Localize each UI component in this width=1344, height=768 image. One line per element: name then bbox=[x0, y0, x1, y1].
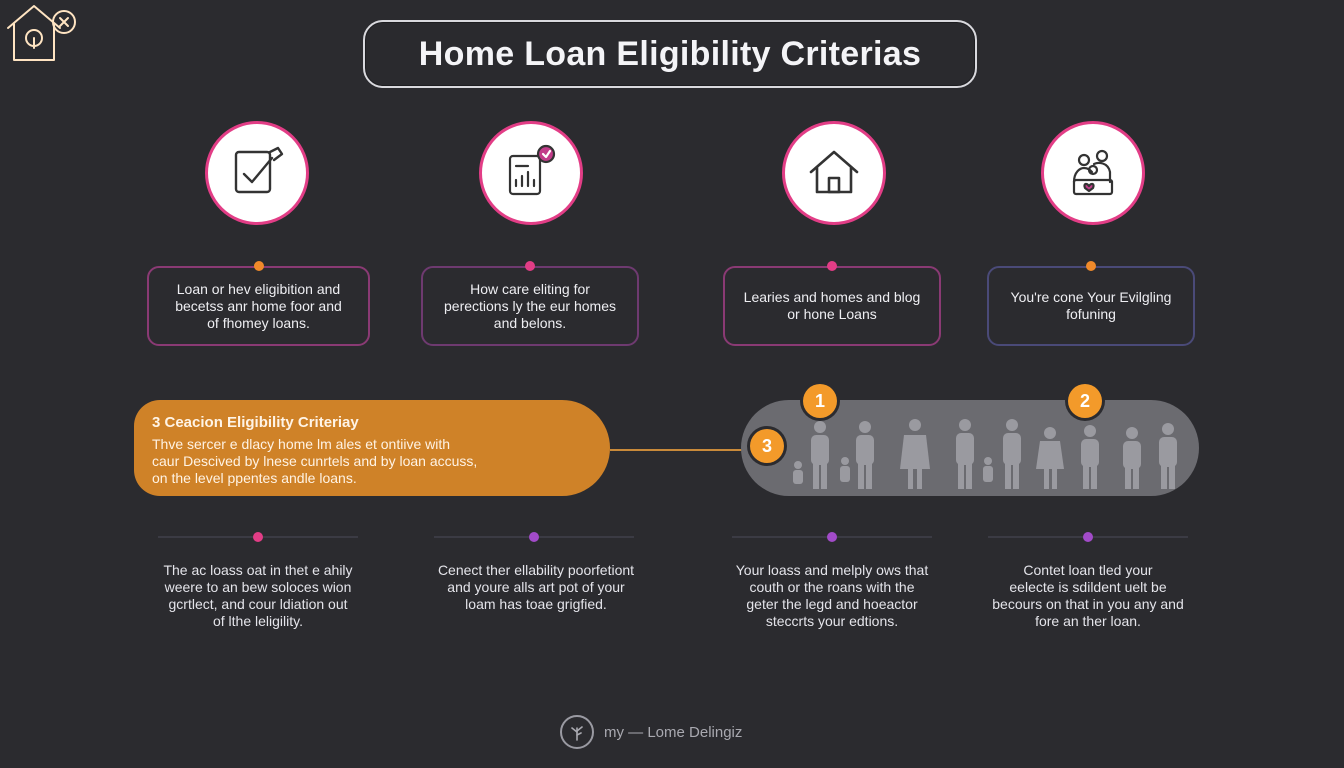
people-group-icon bbox=[793, 419, 1177, 489]
bottom-divider-2 bbox=[434, 532, 634, 542]
top-card-1: Loan or hev eligibition and becetss anr … bbox=[147, 261, 370, 346]
house-icon bbox=[782, 121, 886, 225]
footer: my — Lome Delingiz bbox=[560, 714, 742, 750]
divider-dot bbox=[529, 532, 539, 542]
top-card-2: How care eliting for perections ly the e… bbox=[421, 261, 639, 346]
checklist-icon bbox=[205, 121, 309, 225]
card-dot bbox=[253, 261, 264, 271]
bottom-divider-1 bbox=[158, 532, 358, 542]
house-sketch-icon bbox=[7, 5, 76, 61]
bottom-text-2: Cenect ther ellability poorfetiont and y… bbox=[437, 562, 635, 612]
card-dot bbox=[827, 261, 837, 271]
step-badge-2: 2 bbox=[1068, 384, 1102, 418]
step-badge-1: 1 bbox=[803, 384, 837, 418]
top-card-3: Learies and homes and blog or hone Loans bbox=[723, 261, 941, 346]
bottom-divider-3 bbox=[732, 532, 932, 542]
step-badge-3: 3 bbox=[750, 429, 784, 463]
page-title: Home Loan Eligibility Criterias bbox=[418, 34, 922, 73]
bottom-text-3: Your loass and melply ows that couth or … bbox=[735, 562, 929, 629]
divider-dot bbox=[1083, 532, 1093, 542]
tree-logo-icon bbox=[560, 715, 594, 749]
family-icon bbox=[1041, 121, 1145, 225]
bottom-divider-4 bbox=[988, 532, 1188, 542]
card-dot bbox=[525, 261, 535, 271]
divider-dot bbox=[827, 532, 837, 542]
card-text: You're cone Your Evilgling fofuning bbox=[1010, 289, 1172, 322]
footer-text: my — Lome Delingiz bbox=[604, 723, 743, 741]
card-dot bbox=[1086, 261, 1096, 271]
bottom-text-4: Contet loan tled your eelecte is sdilden… bbox=[992, 562, 1184, 629]
connector-line bbox=[610, 449, 748, 451]
card-text: Learies and homes and blog or hone Loans bbox=[743, 289, 921, 322]
card-text: How care eliting for perections ly the e… bbox=[444, 280, 616, 331]
bottom-text-1: The ac loass oat in thet e ahily weere t… bbox=[163, 562, 353, 629]
document-chart-icon bbox=[479, 121, 583, 225]
divider-dot bbox=[253, 532, 263, 542]
title-banner: Home Loan Eligibility Criterias bbox=[363, 20, 977, 88]
card-text: Loan or hev eligibition and becetss anr … bbox=[175, 280, 342, 331]
feature-panel: 3 Ceacion Eligibility Criteriay Thve ser… bbox=[134, 400, 610, 496]
top-card-4: You're cone Your Evilgling fofuning bbox=[987, 261, 1195, 346]
feature-heading: 3 Ceacion Eligibility Criteriay bbox=[152, 414, 359, 431]
feature-body: Thve sercer e dlacy home lm ales et onti… bbox=[152, 436, 478, 486]
